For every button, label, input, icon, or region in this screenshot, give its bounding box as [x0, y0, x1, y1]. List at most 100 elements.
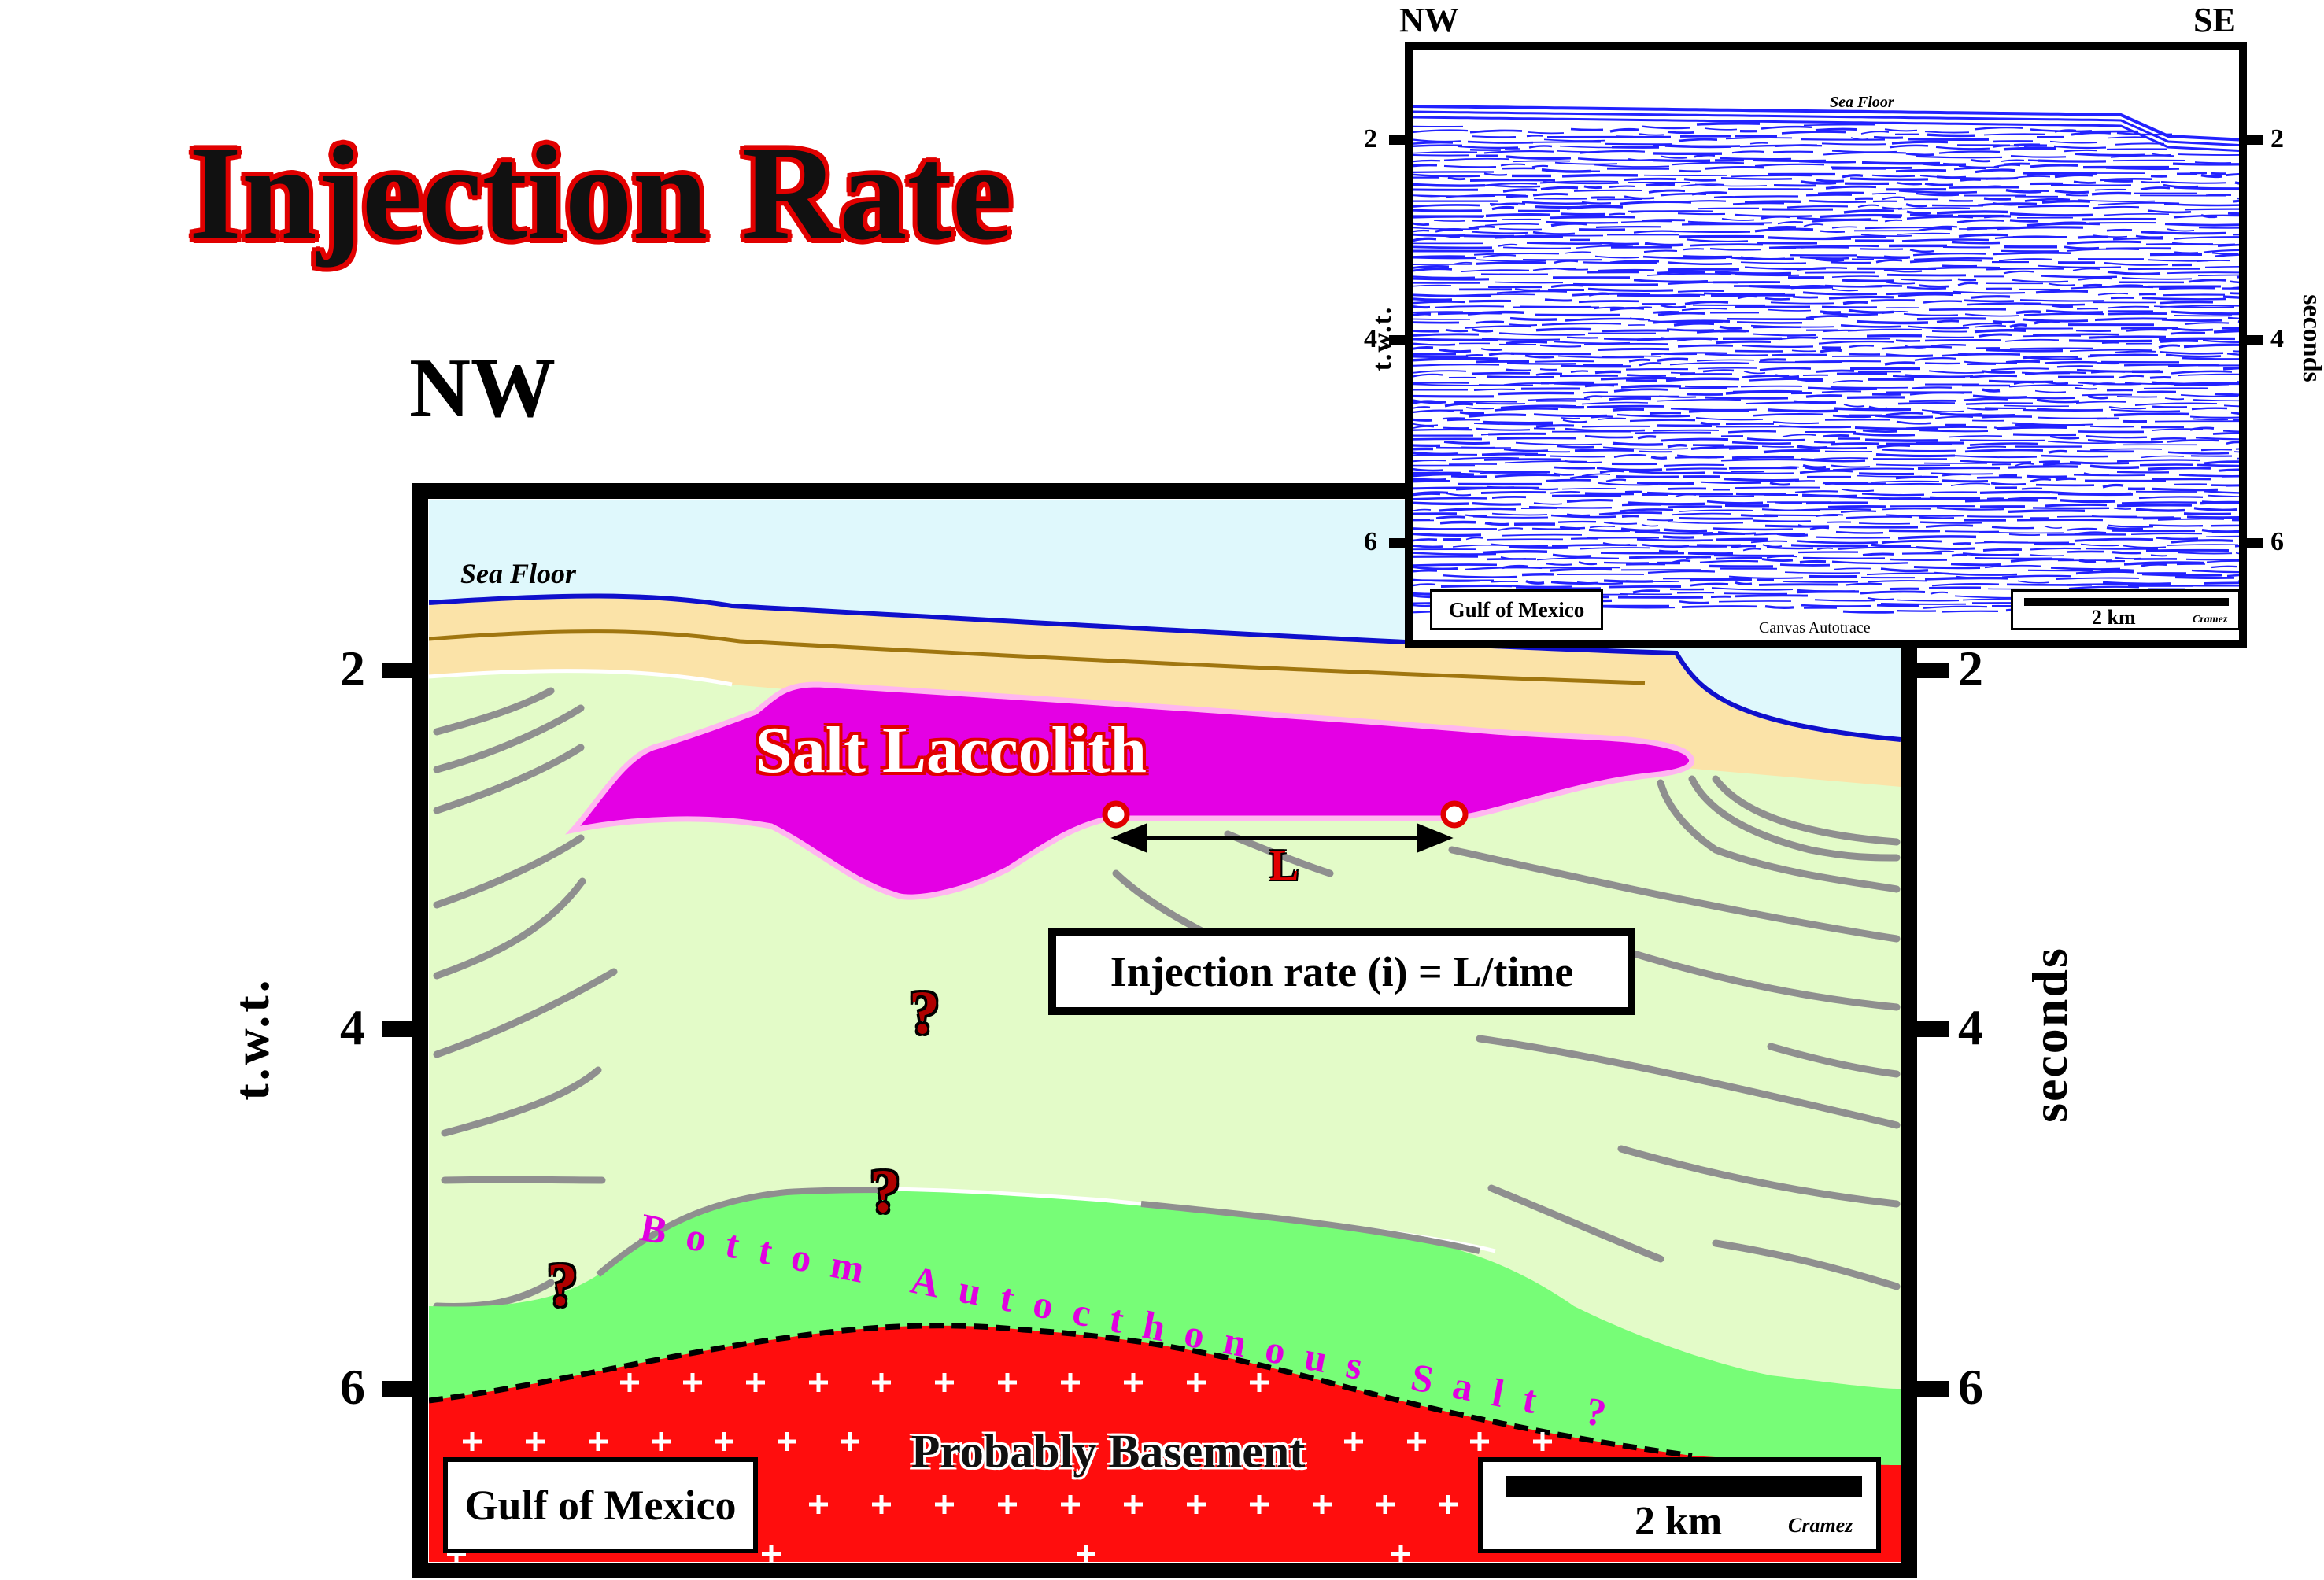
- seismic-reflector: [1413, 569, 1438, 573]
- seismic-reflector: [1609, 127, 1639, 133]
- seismic-reflector: [1598, 268, 1655, 272]
- seismic-reflector: [1950, 454, 2038, 459]
- seismic-reflector: [1965, 402, 2034, 405]
- seismic-reflector: [1684, 385, 1738, 388]
- seismic-reflector: [1882, 196, 1905, 201]
- seismic-reflector: [1724, 478, 1800, 482]
- seismic-reflector: [1875, 414, 1934, 419]
- seismic-reflector: [1978, 333, 2013, 338]
- seismic-reflector: [1950, 482, 1990, 486]
- seismic-reflector: [2013, 381, 2035, 386]
- seismic-reflector: [1620, 527, 1661, 533]
- seismic-reflector: [1532, 193, 1568, 197]
- seismic-reflector: [1711, 587, 1794, 591]
- seismic-reflector: [1625, 378, 1657, 382]
- inset-scale-label: 2 km: [2092, 606, 2136, 629]
- seismic-reflector: [1413, 563, 1498, 567]
- seismic-reflector: [2184, 322, 2230, 326]
- seismic-reflector: [1689, 243, 1764, 247]
- seismic-reflector: [2049, 140, 2098, 144]
- inset-direction-se: SE: [2193, 1, 2236, 39]
- seismic-reflector: [1841, 488, 1875, 493]
- seismic-reflector: [1538, 566, 1621, 569]
- seismic-reflector: [2134, 402, 2218, 406]
- seismic-reflector: [1491, 512, 1548, 516]
- seismic-reflector: [1879, 497, 1956, 500]
- seismic-reflector: [1413, 264, 1450, 269]
- seismic-reflector: [1616, 293, 1701, 297]
- seismic-reflector: [2078, 559, 2097, 563]
- seismic-reflector: [1521, 573, 1554, 577]
- seismic-reflector: [1413, 209, 1483, 212]
- seismic-reflector: [1953, 167, 1987, 171]
- seismic-reflector: [1958, 233, 2009, 238]
- seismic-reflector: [1669, 230, 1751, 234]
- seismic-reflector: [1413, 437, 1483, 441]
- seismic-reflector: [2030, 478, 2052, 482]
- seismic-reflector: [2200, 449, 2233, 452]
- seismic-reflector: [1969, 442, 2039, 446]
- seismic-reflector: [1867, 596, 1894, 600]
- seismic-reflector: [1560, 364, 1632, 368]
- seismic-reflector: [1453, 401, 1518, 404]
- seismic-reflector: [1721, 218, 1755, 221]
- seismic-reflector: [1732, 202, 1785, 205]
- seismic-reflector: [1845, 582, 1882, 586]
- seismic-reflector: [1602, 355, 1661, 358]
- seismic-reflector: [1625, 367, 1689, 371]
- seismic-reflector: [1615, 475, 1679, 478]
- seismic-reflector: [1907, 325, 1970, 330]
- seismic-reflector: [1613, 454, 1647, 459]
- seismic-reflector: [1832, 467, 1915, 471]
- seismic-reflector: [1576, 581, 1624, 585]
- scale-label: 2 km: [1635, 1499, 1723, 1544]
- seismic-reflector: [2064, 149, 2098, 153]
- seismic-reflector: [2101, 341, 2120, 344]
- seismic-reflector: [1964, 313, 2020, 317]
- seismic-reflector: [2147, 467, 2211, 471]
- seismic-reflector: [2140, 186, 2171, 191]
- seismic-reflector: [1489, 184, 1541, 188]
- seismic-reflector: [2034, 389, 2067, 393]
- seismic-reflector: [1772, 466, 1800, 469]
- tick-right-6: 6: [1958, 1359, 1983, 1415]
- seismic-reflector: [1873, 135, 1904, 139]
- seismic-reflector: [2045, 503, 2108, 508]
- question-mark-3: ?: [547, 1250, 578, 1319]
- seismic-reflector: [1600, 552, 1685, 555]
- seismic-reflector: [1644, 242, 1684, 247]
- seismic-reflector: [1476, 427, 1531, 431]
- seismic-reflector: [2123, 545, 2167, 548]
- seismic-reflector: [1921, 409, 1965, 412]
- seismic-reflector: [1605, 478, 1627, 482]
- seismic-reflector: [1998, 474, 2018, 478]
- inset-credit-label: Cramez: [2193, 614, 2228, 626]
- seismic-reflector: [1646, 273, 1732, 276]
- seismic-reflector: [2203, 249, 2239, 253]
- seismic-reflector: [1450, 474, 1487, 478]
- seismic-reflector: [1583, 391, 1609, 394]
- seismic-reflector: [1413, 418, 1433, 422]
- seismic-reflector: [1494, 407, 1559, 412]
- inset-scale-bar: [2024, 598, 2229, 606]
- seismic-reflector: [1413, 383, 1499, 386]
- seismic-reflector: [1981, 415, 2033, 419]
- seismic-reflector: [1735, 492, 1786, 496]
- seismic-reflector: [1550, 222, 1588, 227]
- seismic-reflector: [1966, 445, 2007, 449]
- seismic-reflector: [1677, 344, 1734, 348]
- seismic-reflector: [1951, 240, 2001, 245]
- seismic-reflector: [1816, 536, 1891, 539]
- seismic-reflector: [1413, 552, 1497, 556]
- seismic-reflector: [2030, 547, 2082, 551]
- seismic-reflector: [2192, 399, 2239, 402]
- seismic-reflector: [1633, 230, 1677, 234]
- credit-label: Cramez: [1788, 1514, 1853, 1537]
- seismic-reflector: [1905, 203, 1927, 208]
- seismic-reflector: [1657, 312, 1705, 316]
- seismic-reflector: [1923, 300, 1963, 304]
- seismic-reflector: [1761, 445, 1794, 448]
- seismic-reflector: [2166, 439, 2219, 443]
- seismic-reflector: [1702, 369, 1735, 373]
